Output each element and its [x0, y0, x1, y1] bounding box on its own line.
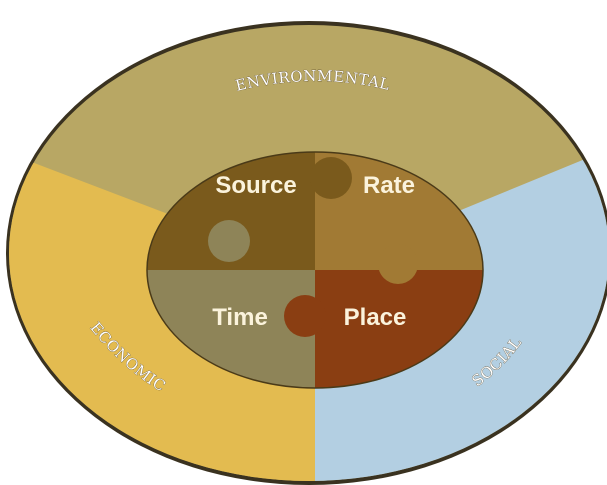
label-place: Place [344, 304, 407, 331]
tab-place-into-time [284, 295, 326, 337]
tab-time-into-source [208, 220, 250, 262]
puzzle [147, 152, 483, 388]
tab-source-into-rate [310, 157, 352, 199]
label-time: Time [212, 304, 268, 331]
tab-rate-into-place [378, 244, 418, 284]
label-source: Source [215, 172, 296, 199]
puzzle-outline [146, 151, 484, 389]
label-rate: Rate [363, 172, 415, 199]
